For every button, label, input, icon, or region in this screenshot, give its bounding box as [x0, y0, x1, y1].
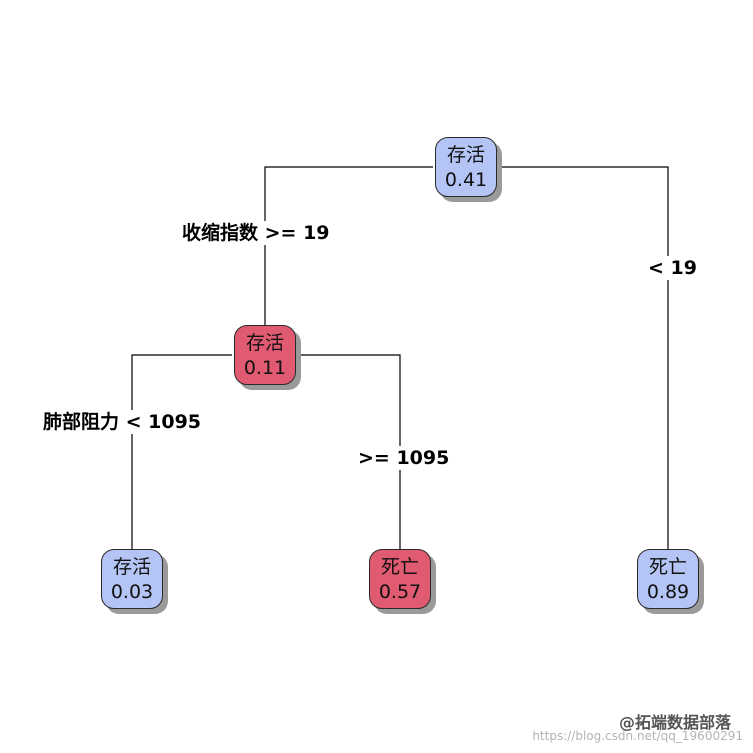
tree-node-left-right: 死亡 0.57: [369, 549, 431, 609]
tree-node-left-left: 存活 0.03: [101, 549, 163, 609]
node-value: 0.11: [243, 357, 287, 379]
node-class-label: 存活: [112, 556, 151, 578]
watermark-url: https://blog.csdn.net/qq_19600291: [532, 729, 743, 743]
split-label-root-right: < 19: [646, 256, 699, 280]
node-class-label: 存活: [446, 144, 485, 166]
split-label-left-right: >= 1095: [356, 446, 452, 470]
node-value: 0.57: [378, 581, 422, 603]
node-class-label: 死亡: [648, 556, 687, 578]
node-class-label: 死亡: [380, 556, 419, 578]
node-value: 0.41: [444, 169, 488, 191]
node-value: 0.03: [110, 581, 154, 603]
node-class-label: 存活: [245, 332, 284, 354]
split-label-root-left: 收缩指数 >= 19: [180, 221, 332, 245]
edge-root-to-right: [499, 166, 669, 549]
watermark-brand: @拓端数据部落: [618, 713, 731, 732]
tree-node-root: 存活 0.41: [435, 137, 497, 197]
node-value: 0.89: [646, 581, 690, 603]
tree-node-right: 死亡 0.89: [637, 549, 699, 609]
tree-node-left: 存活 0.11: [234, 325, 296, 385]
edge-left-to-left-right: [298, 354, 401, 549]
edge-root-to-left: [264, 166, 433, 325]
edge-left-to-left-left: [131, 354, 232, 549]
split-label-left-left: 肺部阻力 < 1095: [41, 410, 204, 434]
